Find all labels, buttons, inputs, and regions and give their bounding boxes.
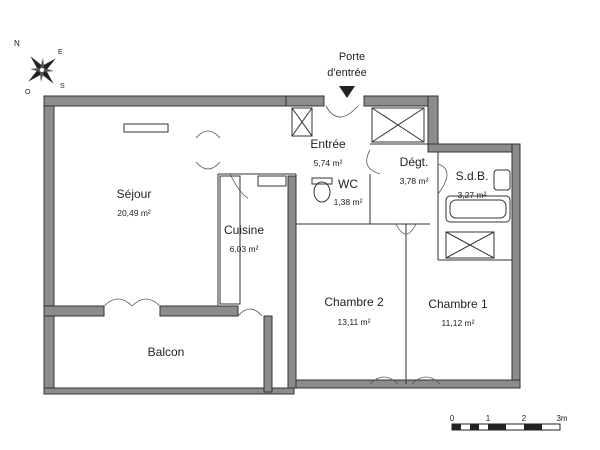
entry-arrow-icon bbox=[339, 86, 355, 98]
compass-rose-icon bbox=[28, 56, 56, 84]
room-chambre2: Chambre 2 13,11 m² bbox=[324, 295, 384, 327]
room-name: Chambre 2 bbox=[324, 295, 384, 309]
scale-tick-1: 1 bbox=[486, 414, 491, 423]
entry-label-line-2: d'entrée bbox=[327, 67, 366, 79]
room-area: 3,78 m² bbox=[400, 176, 429, 186]
scale-tick-0: 0 bbox=[450, 414, 455, 423]
room-name: Séjour bbox=[117, 187, 152, 201]
compass-o: O bbox=[25, 89, 31, 96]
room-name: WC bbox=[338, 177, 358, 191]
room-wc: WC 1,38 m² bbox=[334, 177, 363, 207]
room-chambre1: Chambre 1 11,12 m² bbox=[428, 297, 488, 328]
outer-walls bbox=[43, 95, 521, 395]
scale-bar: 0 1 2 3m bbox=[450, 414, 568, 431]
room-name: Entrée bbox=[310, 137, 346, 151]
room-entree: Entrée 5,74 m² bbox=[310, 137, 346, 168]
room-sdb: S.d.B. 3,27 m² bbox=[456, 169, 489, 200]
room-area: 11,12 m² bbox=[442, 318, 475, 328]
room-area: 5,74 m² bbox=[314, 158, 343, 168]
fixtures bbox=[123, 107, 511, 305]
room-area: 3,27 m² bbox=[458, 190, 487, 200]
room-name: Cuisine bbox=[224, 223, 264, 237]
room-cuisine: Cuisine 6,03 m² bbox=[224, 223, 264, 254]
compass-n: N bbox=[14, 39, 20, 48]
compass-s: S bbox=[60, 83, 65, 90]
entry-label-line-1: Porte bbox=[339, 51, 365, 63]
room-name: S.d.B. bbox=[456, 169, 489, 183]
room-area: 6,03 m² bbox=[230, 244, 259, 254]
inner-walls bbox=[217, 143, 512, 384]
scale-tick-3: 3m bbox=[556, 414, 567, 423]
room-sejour: Séjour 20,49 m² bbox=[117, 187, 152, 218]
doors bbox=[103, 105, 448, 385]
room-balcon: Balcon bbox=[148, 345, 185, 359]
room-area: 13,11 m² bbox=[338, 317, 371, 327]
compass-e: E bbox=[58, 49, 63, 56]
room-name: Chambre 1 bbox=[428, 297, 488, 311]
room-name: Balcon bbox=[148, 345, 185, 359]
scale-tick-2: 2 bbox=[522, 414, 527, 423]
room-area: 1,38 m² bbox=[334, 197, 363, 207]
room-name: Dégt. bbox=[400, 155, 429, 169]
room-degt: Dégt. 3,78 m² bbox=[400, 155, 429, 186]
room-area: 20,49 m² bbox=[117, 208, 151, 218]
